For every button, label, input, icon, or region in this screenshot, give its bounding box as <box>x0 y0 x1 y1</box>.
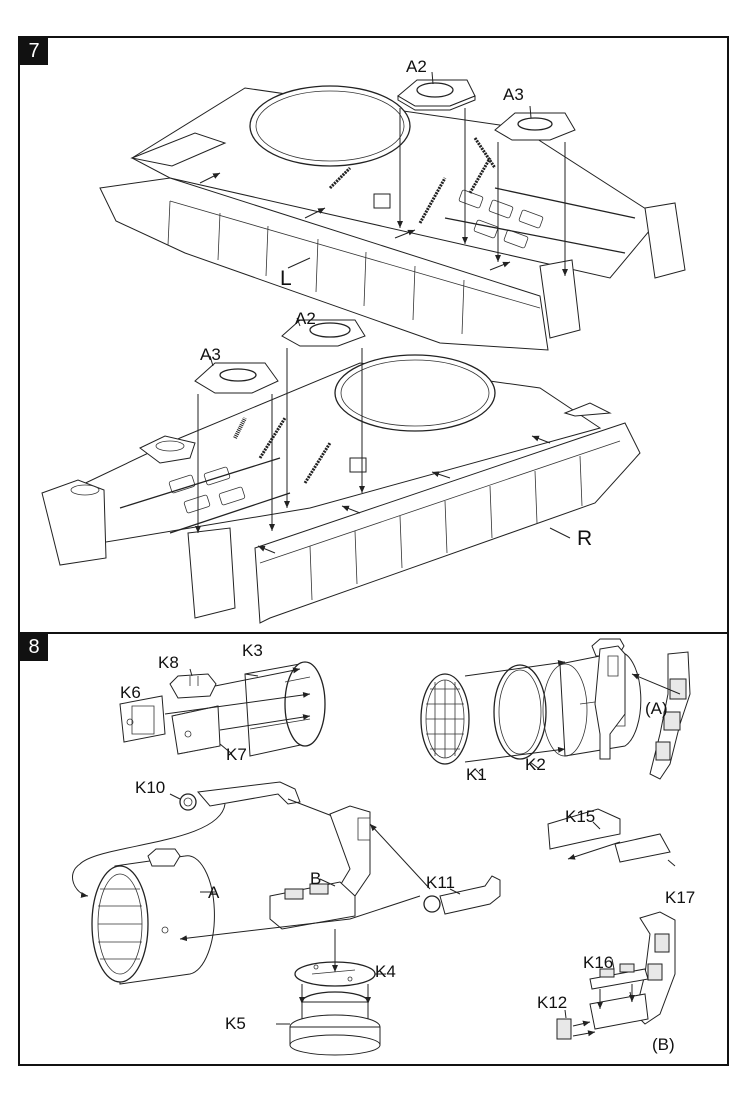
k10-link <box>170 782 300 810</box>
upper-a3-part <box>495 106 575 276</box>
k15-bracket <box>548 646 625 849</box>
upper-a2-part <box>397 72 475 244</box>
upper-hull-assembly <box>100 86 685 350</box>
label-subassembly-b: (B) <box>652 1035 675 1054</box>
lower-front-fender <box>565 403 610 416</box>
k3-leader <box>245 674 258 676</box>
k11-link <box>424 876 500 914</box>
label-k8: K8 <box>158 653 179 672</box>
lower-rear-box-left <box>42 480 106 565</box>
label-k12: K12 <box>537 993 568 1012</box>
step-number: 7 <box>20 38 48 65</box>
label-k7: K7 <box>226 745 247 764</box>
upper-front-fender <box>132 133 225 166</box>
lower-turret-ring <box>335 355 495 431</box>
subassembly-b-body <box>590 912 675 1029</box>
label-k3: K3 <box>242 641 263 660</box>
upper-rear-box-right <box>645 203 685 278</box>
assembled-part-b <box>270 806 370 929</box>
label-subassembly-a: (A) <box>645 699 668 718</box>
k5-base <box>276 992 380 1055</box>
k8-box <box>170 669 216 698</box>
lower-engine-deck <box>120 458 290 533</box>
label-k15: K15 <box>565 807 596 826</box>
upper-engine-deck <box>445 188 635 253</box>
subassembly-a-body <box>543 639 641 756</box>
upper-turret-ring <box>250 86 410 166</box>
upper-hatch-box <box>374 194 390 208</box>
label-k17: K17 <box>665 888 696 907</box>
k6-plate <box>120 696 165 742</box>
side-skirt-l <box>100 178 548 350</box>
label-k10: K10 <box>135 778 166 797</box>
k2-ring <box>494 665 546 768</box>
step-8-drawing <box>20 634 731 1068</box>
label-k1: K1 <box>466 765 487 784</box>
lower-a3-part <box>195 356 278 533</box>
k7-plate <box>172 706 232 754</box>
side-skirt-r <box>255 423 640 623</box>
k12-cap <box>557 1010 571 1039</box>
label-lower-a2: A2 <box>295 309 316 328</box>
step-8-panel: 8 <box>18 632 729 1066</box>
k16-top <box>590 959 648 989</box>
label-side-r: R <box>577 527 593 550</box>
lower-hatch-box <box>350 458 366 472</box>
lower-hull-assembly <box>42 355 640 623</box>
step-7-panel: 7 <box>18 36 729 634</box>
label-k16: K16 <box>583 953 614 972</box>
lower-a2-part <box>282 318 365 508</box>
lower-rear-box-front <box>188 528 235 618</box>
label-sub-a-ref: A <box>208 883 220 902</box>
label-upper-a3: A3 <box>503 85 524 104</box>
step-7-drawing <box>20 38 731 636</box>
k3-cylinder <box>245 662 325 756</box>
label-k11: K11 <box>426 873 455 892</box>
label-side-l: L <box>280 267 292 290</box>
label-upper-a2: A2 <box>406 57 427 76</box>
assembled-part-a <box>92 849 215 984</box>
upper-l-leader <box>288 258 310 268</box>
label-k4: K4 <box>375 962 396 981</box>
label-k6: K6 <box>120 683 141 702</box>
k4-disc <box>295 962 386 986</box>
label-lower-a3: A3 <box>200 345 221 364</box>
k17-bracket <box>615 652 690 866</box>
upper-rear-box-left <box>540 260 580 338</box>
label-k5: K5 <box>225 1014 246 1033</box>
lower-r-leader <box>550 528 570 538</box>
label-k2: K2 <box>525 755 546 774</box>
k1-grille <box>421 674 482 776</box>
label-sub-b-ref: B <box>310 869 322 888</box>
step-number: 8 <box>20 634 48 661</box>
